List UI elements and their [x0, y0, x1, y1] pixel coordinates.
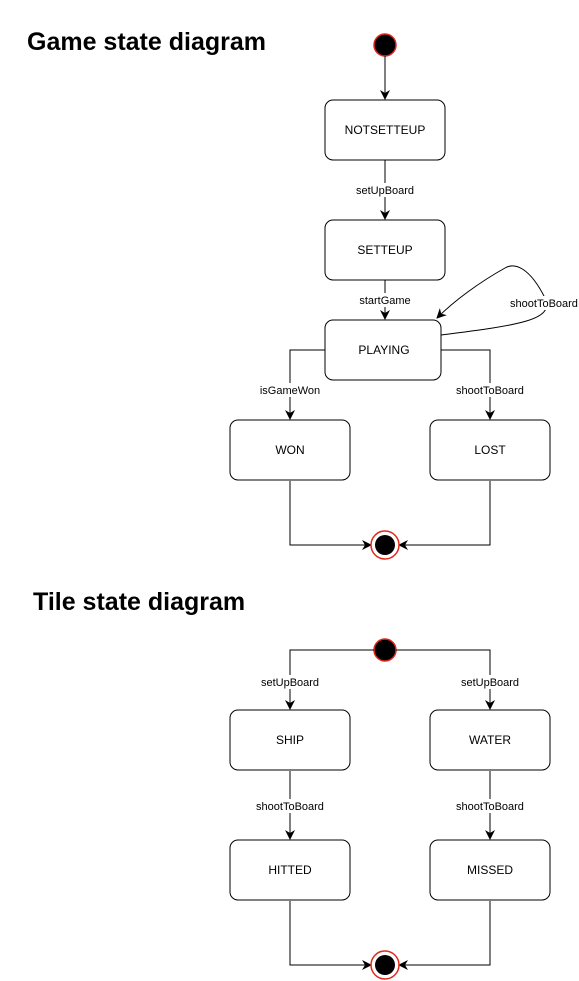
- state-won-label: WON: [275, 443, 304, 457]
- edge-lost-to-final: [398, 481, 491, 550]
- edge-hitted-to-final: [289, 901, 372, 970]
- state-setteup-label: SETTEUP: [357, 243, 412, 257]
- edge-missed-to-final: [398, 901, 491, 970]
- label-setupboard: setUpBoard: [356, 185, 414, 197]
- tile-diagram-title: Tile state diagram: [33, 588, 245, 616]
- tile-initial-node: [373, 638, 397, 662]
- edge-won-to-final: [289, 481, 372, 550]
- label-shoot-ship: shootToBoard: [256, 801, 324, 813]
- state-lost: LOST: [429, 419, 551, 481]
- state-lost-label: LOST: [474, 443, 506, 457]
- label-isgamewon: isGameWon: [260, 385, 320, 397]
- state-playing-label: PLAYING: [358, 343, 409, 357]
- game-diagram-title: Game state diagram: [27, 28, 266, 56]
- state-playing: PLAYING: [324, 319, 442, 381]
- state-won: WON: [229, 419, 351, 481]
- label-shoot-water: shootToBoard: [456, 801, 524, 813]
- state-notsetteup-label: NOTSETTEUP: [345, 123, 426, 137]
- label-shoot-lost: shootToBoard: [456, 385, 524, 397]
- state-ship: SHIP: [229, 709, 351, 771]
- game-initial-node: [373, 33, 397, 57]
- state-hitted: HITTED: [229, 839, 351, 901]
- tile-final-node: [370, 950, 400, 980]
- state-water: WATER: [429, 709, 551, 771]
- game-final-node: [370, 530, 400, 560]
- label-shoot-self: shootToBoard: [510, 298, 578, 310]
- state-missed: MISSED: [429, 839, 551, 901]
- label-setup-ship: setUpBoard: [261, 677, 319, 689]
- edge-playing-self-loop: [436, 265, 548, 336]
- state-water-label: WATER: [469, 733, 511, 747]
- state-missed-label: MISSED: [467, 863, 513, 877]
- label-startgame: startGame: [359, 295, 410, 307]
- state-notsetteup: NOTSETTEUP: [324, 99, 446, 161]
- state-ship-label: SHIP: [276, 733, 304, 747]
- state-setteup: SETTEUP: [324, 219, 446, 281]
- label-setup-water: setUpBoard: [461, 677, 519, 689]
- edge-initial-to-ship: [285, 649, 374, 710]
- state-hitted-label: HITTED: [268, 863, 312, 877]
- edge-initial-to-water: [396, 649, 495, 710]
